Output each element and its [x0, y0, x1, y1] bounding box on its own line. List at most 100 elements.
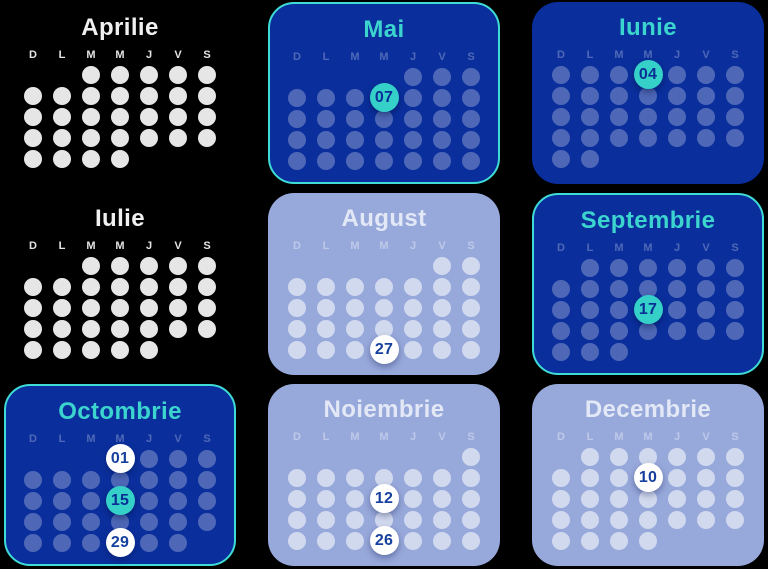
day-cell	[283, 318, 312, 339]
event-day-badge-29[interactable]: 29	[105, 528, 135, 557]
day-dot	[668, 279, 686, 298]
day-dot	[433, 340, 451, 359]
event-day-badge-17[interactable]: 17	[633, 295, 663, 324]
day-dot	[169, 319, 187, 338]
day-cell	[721, 530, 750, 551]
day-dot	[552, 342, 570, 361]
day-cell	[283, 297, 312, 318]
day-dot	[462, 447, 480, 466]
day-dot	[198, 107, 216, 126]
day-cell	[341, 530, 370, 551]
day-dot	[140, 107, 158, 126]
day-dot	[53, 86, 71, 105]
day-cell	[721, 509, 750, 530]
weekday-header: M	[115, 433, 125, 445]
day-cell	[428, 129, 457, 150]
day-dot	[610, 65, 628, 84]
day-cell	[692, 278, 721, 299]
day-dot	[317, 489, 335, 508]
day-dot	[404, 88, 422, 107]
day-dot	[462, 277, 480, 296]
event-day-badge-12[interactable]: 12	[369, 484, 399, 513]
weekday-header: J	[673, 431, 681, 443]
day-cell	[48, 318, 77, 339]
day-cell	[341, 66, 370, 87]
day-cell	[576, 299, 605, 320]
day-dot	[726, 86, 744, 105]
weekday-header: M	[643, 242, 653, 254]
day-dot	[53, 512, 71, 531]
day-cell	[312, 488, 341, 509]
day-cell	[692, 446, 721, 467]
day-cell	[399, 108, 428, 129]
day-cell	[312, 467, 341, 488]
day-cell	[663, 257, 692, 278]
day-cell	[547, 467, 576, 488]
day-dot	[82, 298, 100, 317]
day-dot	[24, 149, 42, 168]
day-dot	[53, 491, 71, 510]
day-dot	[433, 151, 451, 170]
day-cell	[283, 87, 312, 108]
day-cell	[692, 127, 721, 148]
day-dot	[140, 298, 158, 317]
weekday-header: M	[350, 431, 360, 443]
day-cell	[457, 276, 486, 297]
day-dot	[610, 86, 628, 105]
day-cell	[19, 127, 48, 148]
day-dot	[24, 128, 42, 147]
day-cell	[77, 127, 106, 148]
day-dot	[111, 128, 129, 147]
day-dot	[697, 128, 715, 147]
day-cell	[457, 467, 486, 488]
day-dot	[346, 88, 364, 107]
day-cell	[428, 530, 457, 551]
event-day-badge-27[interactable]: 27	[369, 335, 399, 364]
month-title: Aprilie	[81, 14, 159, 41]
day-cell	[312, 446, 341, 467]
event-day-badge-01[interactable]: 01	[105, 444, 135, 473]
day-dot	[317, 88, 335, 107]
day-cell	[721, 64, 750, 85]
day-dot	[140, 128, 158, 147]
day-cell	[457, 66, 486, 87]
event-day-badge-26[interactable]: 26	[369, 526, 399, 555]
day-dot	[198, 128, 216, 147]
day-cell	[605, 320, 634, 341]
day-dot	[375, 109, 393, 128]
day-dot	[462, 298, 480, 317]
event-day-badge-15[interactable]: 15	[105, 486, 135, 515]
day-dot	[552, 468, 570, 487]
day-cell	[193, 532, 222, 553]
day-cell	[692, 85, 721, 106]
day-cell	[576, 488, 605, 509]
day-cell	[547, 148, 576, 169]
day-dot	[317, 130, 335, 149]
event-day-badge-10[interactable]: 10	[633, 463, 663, 492]
day-cell	[164, 276, 193, 297]
day-cell	[721, 446, 750, 467]
day-dot	[462, 88, 480, 107]
day-dot	[346, 531, 364, 550]
weekday-header: D	[29, 240, 37, 252]
weekday-header: V	[702, 49, 710, 61]
month-title: Octombrie	[58, 398, 182, 425]
day-dot	[111, 149, 129, 168]
day-dot	[610, 342, 628, 361]
day-dot	[375, 151, 393, 170]
day-cell	[457, 87, 486, 108]
day-cell	[576, 106, 605, 127]
day-cell	[19, 85, 48, 106]
day-cell	[106, 276, 135, 297]
day-cell	[312, 255, 341, 276]
event-day-badge-07[interactable]: 07	[369, 83, 399, 112]
day-cell	[399, 129, 428, 150]
weekday-header: M	[643, 49, 653, 61]
day-cell	[428, 66, 457, 87]
event-day-badge-04[interactable]: 04	[633, 60, 663, 89]
day-dot	[82, 319, 100, 338]
day-cell	[547, 278, 576, 299]
day-dot	[726, 279, 744, 298]
